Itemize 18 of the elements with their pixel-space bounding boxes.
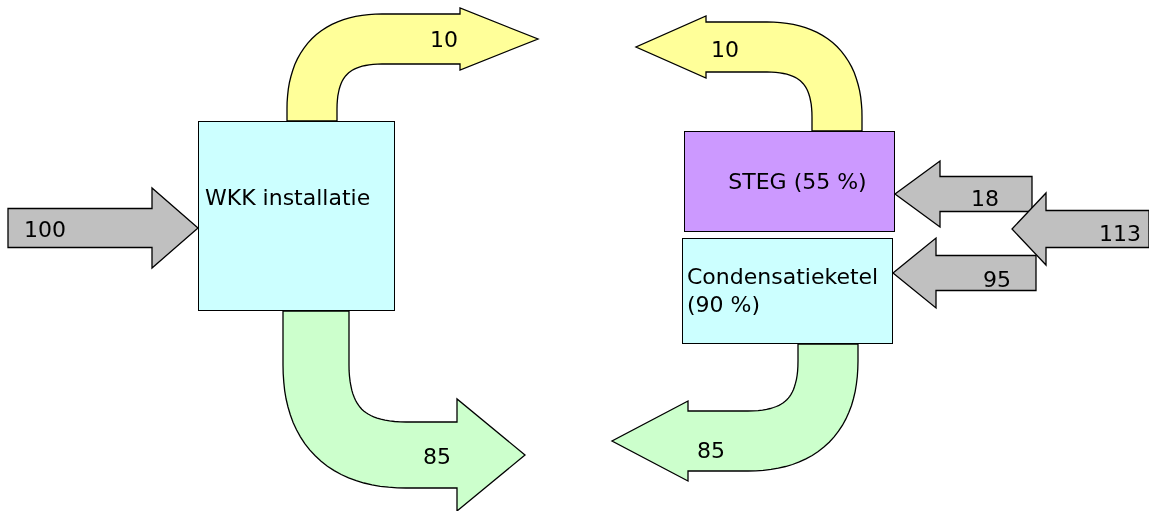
edge-label: 10	[430, 29, 458, 51]
flow-arrow	[286, 7, 540, 122]
edge-label: 100	[24, 219, 66, 241]
flow-arrow	[7, 186, 199, 270]
flow-value: 113	[1099, 223, 1141, 245]
process-box	[682, 238, 893, 344]
flow-arrow	[893, 159, 1033, 229]
edge-label: 18	[971, 188, 999, 210]
edge-label: 95	[983, 269, 1011, 291]
process-box	[198, 121, 395, 311]
edge-label: 85	[697, 440, 725, 462]
flow-arrow	[891, 236, 1037, 310]
box-label: WKK installatie	[205, 184, 371, 212]
edge-label: 10	[711, 39, 739, 61]
edge-label: 85	[423, 446, 451, 468]
box-label: Condensatieketel (90 %)	[687, 263, 880, 319]
box-label: STEG (55 %)	[728, 167, 867, 196]
process-box	[684, 131, 895, 232]
